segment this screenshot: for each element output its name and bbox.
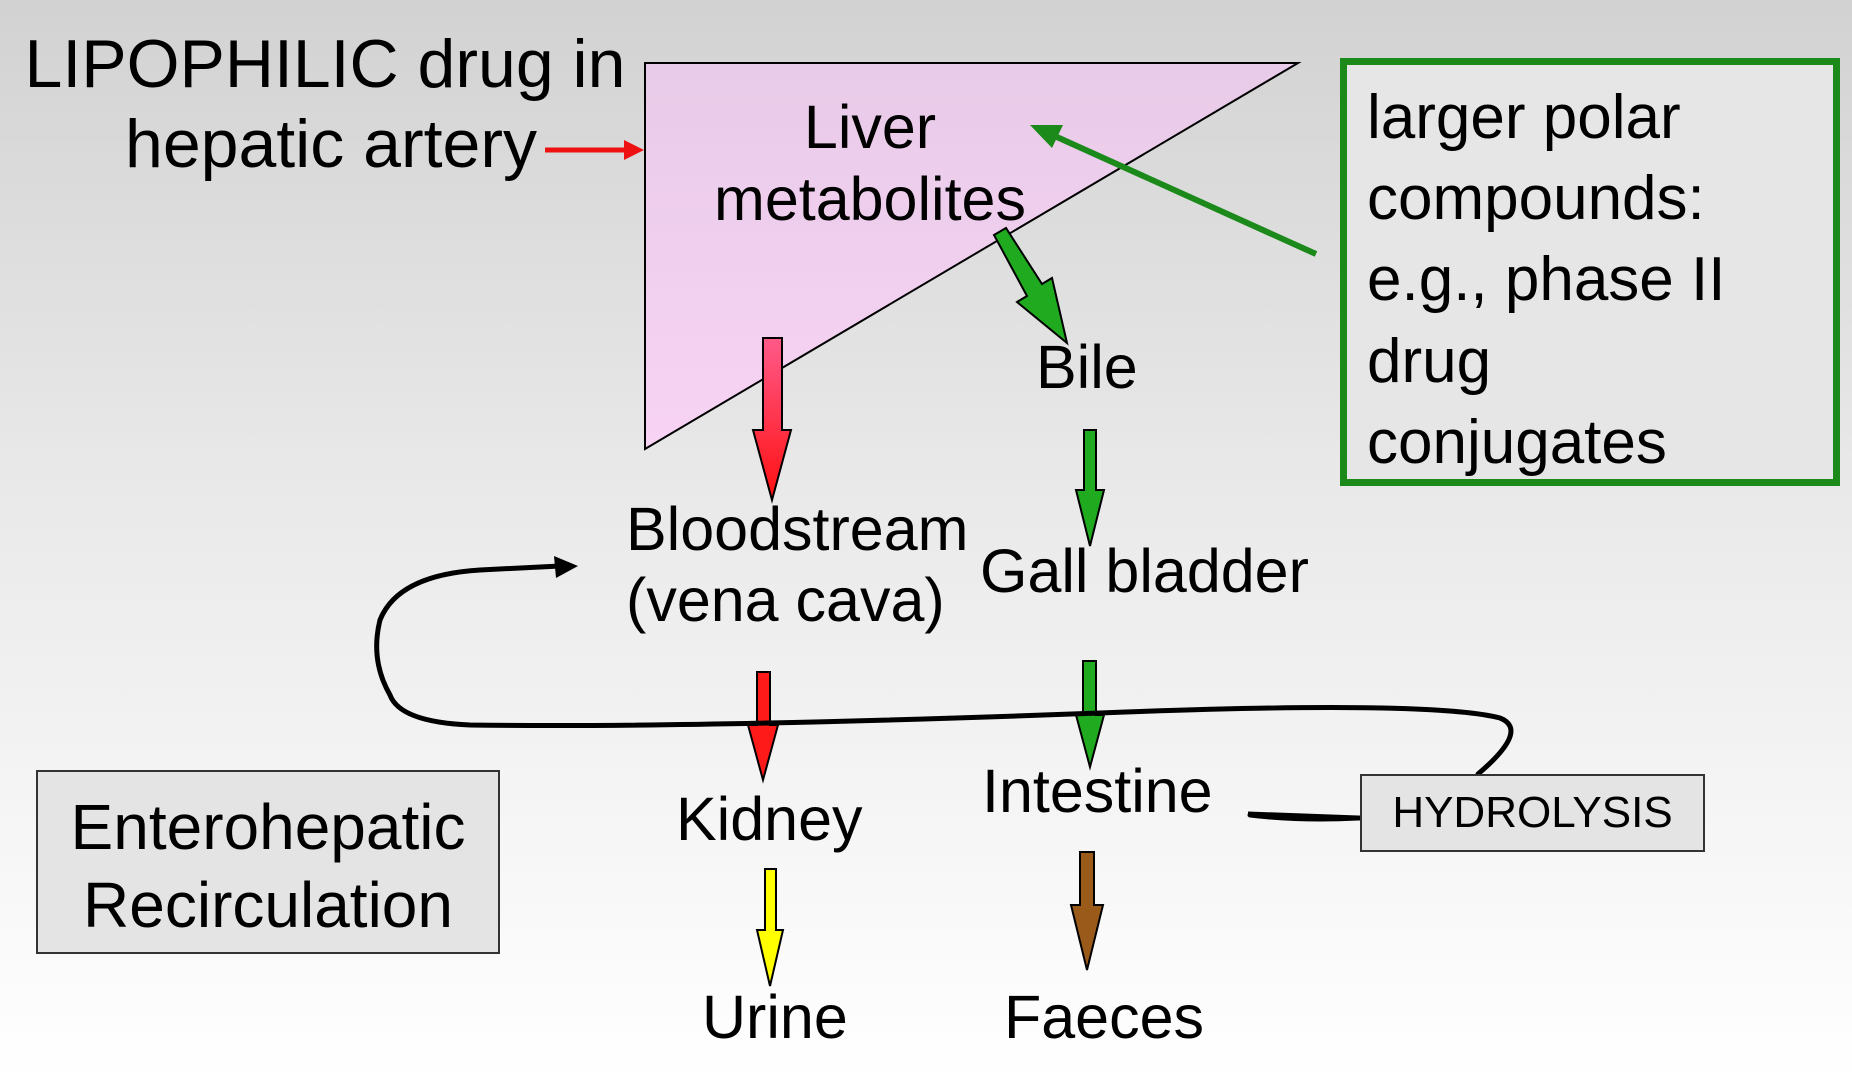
polar-line-2: compounds:	[1367, 164, 1705, 234]
liver-label-line1: Liver	[803, 93, 937, 161]
hydrolysis-label: HYDROLYSIS	[1392, 788, 1673, 837]
recirculation-arrowhead	[554, 556, 578, 578]
liver-to-bloodstream-arrow	[751, 337, 793, 504]
hepatic-artery-arrow	[545, 140, 644, 160]
liver-label: Liver metabolites	[690, 92, 1050, 236]
liver-to-bile-arrow	[992, 226, 1069, 346]
hydrolysis-to-bloodstream-path	[374, 563, 1514, 822]
gall-bladder-label: Gall bladder	[980, 537, 1309, 605]
bloodstream-to-kidney-arrow	[746, 671, 780, 784]
polar-line-4: drug	[1367, 326, 1492, 396]
urine-label: Urine	[702, 983, 848, 1051]
faeces-label: Faeces	[1004, 983, 1205, 1051]
source-label-line1: LIPOPHILIC drug in	[24, 26, 626, 102]
enterohepatic-text: Enterohepatic Recirculation	[38, 788, 498, 944]
entero-line-1: Enterohepatic	[70, 791, 466, 863]
bloodstream-label-line2: (vena cava)	[626, 566, 945, 635]
source-label: LIPOPHILIC drug in hepatic artery	[0, 24, 650, 184]
liver-triangle	[644, 62, 1302, 451]
polar-line-1: larger polar	[1367, 83, 1681, 152]
bile-label: Bile	[1036, 333, 1138, 401]
kidney-label: Kidney	[676, 785, 863, 853]
polar-compounds-text: larger polar compounds: e.g., phase II d…	[1367, 77, 1725, 483]
bloodstream-label-line1: Bloodstream	[626, 495, 969, 563]
bile-to-gall-bladder-arrow	[1074, 429, 1106, 547]
polar-compounds-arrow	[1030, 125, 1318, 257]
intestine-to-faeces-arrow	[1069, 851, 1105, 971]
source-label-line2: hepatic artery	[125, 106, 537, 183]
intestine-label: Intestine	[982, 757, 1213, 825]
polar-line-5: conjugates	[1367, 407, 1667, 477]
entero-line-2: Recirculation	[83, 869, 453, 942]
kidney-to-urine-arrow	[755, 868, 785, 987]
polar-compounds-box: larger polar compounds: e.g., phase II d…	[1340, 58, 1840, 486]
hydrolysis-box: HYDROLYSIS	[1360, 774, 1705, 852]
liver-label-line2: metabolites	[714, 164, 1026, 233]
bloodstream-label: Bloodstream (vena cava)	[626, 494, 968, 637]
polar-line-3: e.g., phase II	[1367, 245, 1726, 315]
enterohepatic-box: Enterohepatic Recirculation	[36, 770, 500, 954]
